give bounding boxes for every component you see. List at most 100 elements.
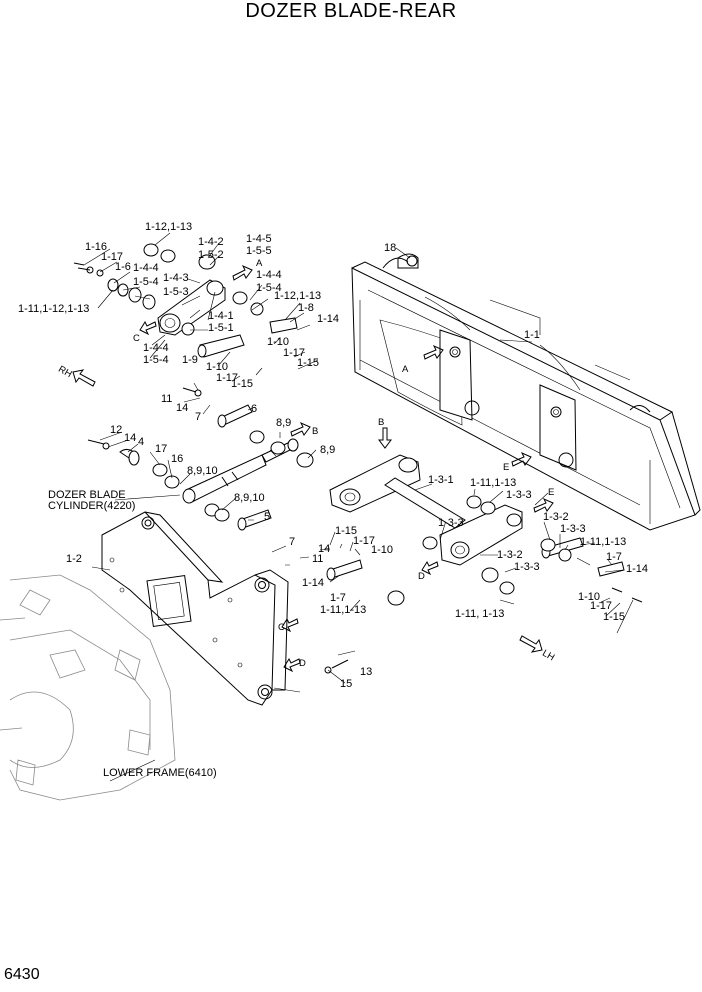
callout: 1-3-3 [514,561,540,573]
callout: 1-3-1 [428,474,454,486]
callout: 1-4-4 [256,269,282,281]
callout: 1-4-5 [246,233,272,245]
callout: 6 [251,403,257,415]
callout: 14 [176,402,188,414]
callout: 1-14 [317,313,339,325]
callout: 1-3-3 [560,523,586,535]
callout: 8,9,10 [234,492,265,504]
callout: 1-4-4 [133,262,159,274]
callout: D [299,658,306,669]
callout: 7 [289,536,295,548]
rh-direction-label: RH [56,364,74,380]
callout: E [548,487,554,498]
callout: B [378,417,384,428]
callout: C [278,622,285,633]
callout: 1-17 [353,535,375,547]
callout: 1-8 [298,302,314,314]
callout: 8,9,10 [187,465,218,477]
push-beam [329,454,523,566]
callout: 1-14 [626,563,648,575]
callout: 1-11, 1-13 [455,608,504,620]
callout: 1-17 [101,251,123,263]
lh-direction-label: LH [540,648,556,664]
callout: 1-5-3 [163,286,189,298]
callout: 1-10 [206,361,228,373]
callout: 1-1 [524,329,540,341]
callout: 1-9 [182,354,198,366]
lower-frame-outline [0,574,176,801]
lifting-lug [382,253,651,413]
callout: 1-3-3 [438,517,464,529]
callout: 1-2 [66,553,82,565]
callout: 4 [138,436,144,448]
callout: 1-12,1-13 [274,290,321,302]
callout: 1-15 [231,378,253,390]
callout: 1-10 [267,336,289,348]
view-arrows [72,264,554,673]
upper-link [73,243,298,358]
cylinder-note: CYLINDER(4220) [48,500,135,512]
callout: 1-7 [606,551,622,563]
callout: 1-17 [216,372,238,384]
pins-and-washers [87,387,643,674]
page-number: 6430 [4,966,40,983]
callout: 1-11,1-12,1-13 [18,303,89,315]
callout: 1-5-1 [208,322,234,334]
callout: A [256,258,263,269]
callout: 1-11,1-13 [580,536,626,548]
cylinder-note: DOZER BLADE [48,489,126,501]
callout: 14 [318,543,330,555]
callout: 17 [155,443,167,455]
callout: 1-11,1-13 [320,604,366,616]
callout: 1-4-2 [198,236,224,248]
callout: 13 [360,666,372,678]
callout: 1-11,1-13 [470,477,516,489]
callout: 1-10 [371,544,393,556]
callout: 8,9 [276,417,291,429]
callout: 15 [340,678,352,690]
callout: 1-5-2 [198,249,224,261]
callout: C [133,333,140,344]
leader-lines [83,232,634,782]
lower-frame-note: LOWER FRAME(6410) [103,767,217,779]
callout: 18 [384,242,396,254]
callout: 1-5-4 [133,276,159,288]
callout: 7 [195,411,201,423]
dozer-blade [351,261,701,531]
callout: 1-15 [335,525,357,537]
callout: 1-10 [578,591,600,603]
page-title: DOZER BLADE-REAR [245,0,457,22]
callout: 14 [124,432,136,444]
callout: E [503,462,509,473]
callout: 16 [171,453,183,465]
callout: 1-6 [115,261,131,273]
callout: 1-3-2 [497,549,523,561]
callout: A [402,364,409,375]
callout: 1-3-2 [543,511,569,523]
callout: 1-12,1-13 [145,221,192,233]
callout: 1-15 [297,357,319,369]
callout: 8,9 [320,444,335,456]
callout: 1-5-5 [246,245,272,257]
callout: 1-3-3 [506,489,532,501]
callout: 1-4-1 [208,310,234,322]
callout: 11 [312,553,323,565]
callout: 1-4-3 [163,272,189,284]
callout: 11 [161,393,172,405]
callout: 1-15 [603,611,625,623]
callout: 1-5-4 [143,354,169,366]
callout: 12 [110,424,122,436]
callout: 1-5-4 [256,282,282,294]
callout: 1-7 [330,592,346,604]
callout: D [418,571,425,582]
callout: 1-17 [283,347,305,359]
callout: 5 [264,511,270,523]
callout: 1-4-4 [143,342,169,354]
callout: 1-16 [85,241,107,253]
callout: 1-14 [302,577,324,589]
callout: B [312,426,318,437]
part-callouts: 1-12,1-13 1-4-5 1-4-2 1-16 1-5-5 1-5-2 1… [18,221,648,779]
mounting-bracket [101,511,289,706]
callout: 1-17 [590,600,612,612]
